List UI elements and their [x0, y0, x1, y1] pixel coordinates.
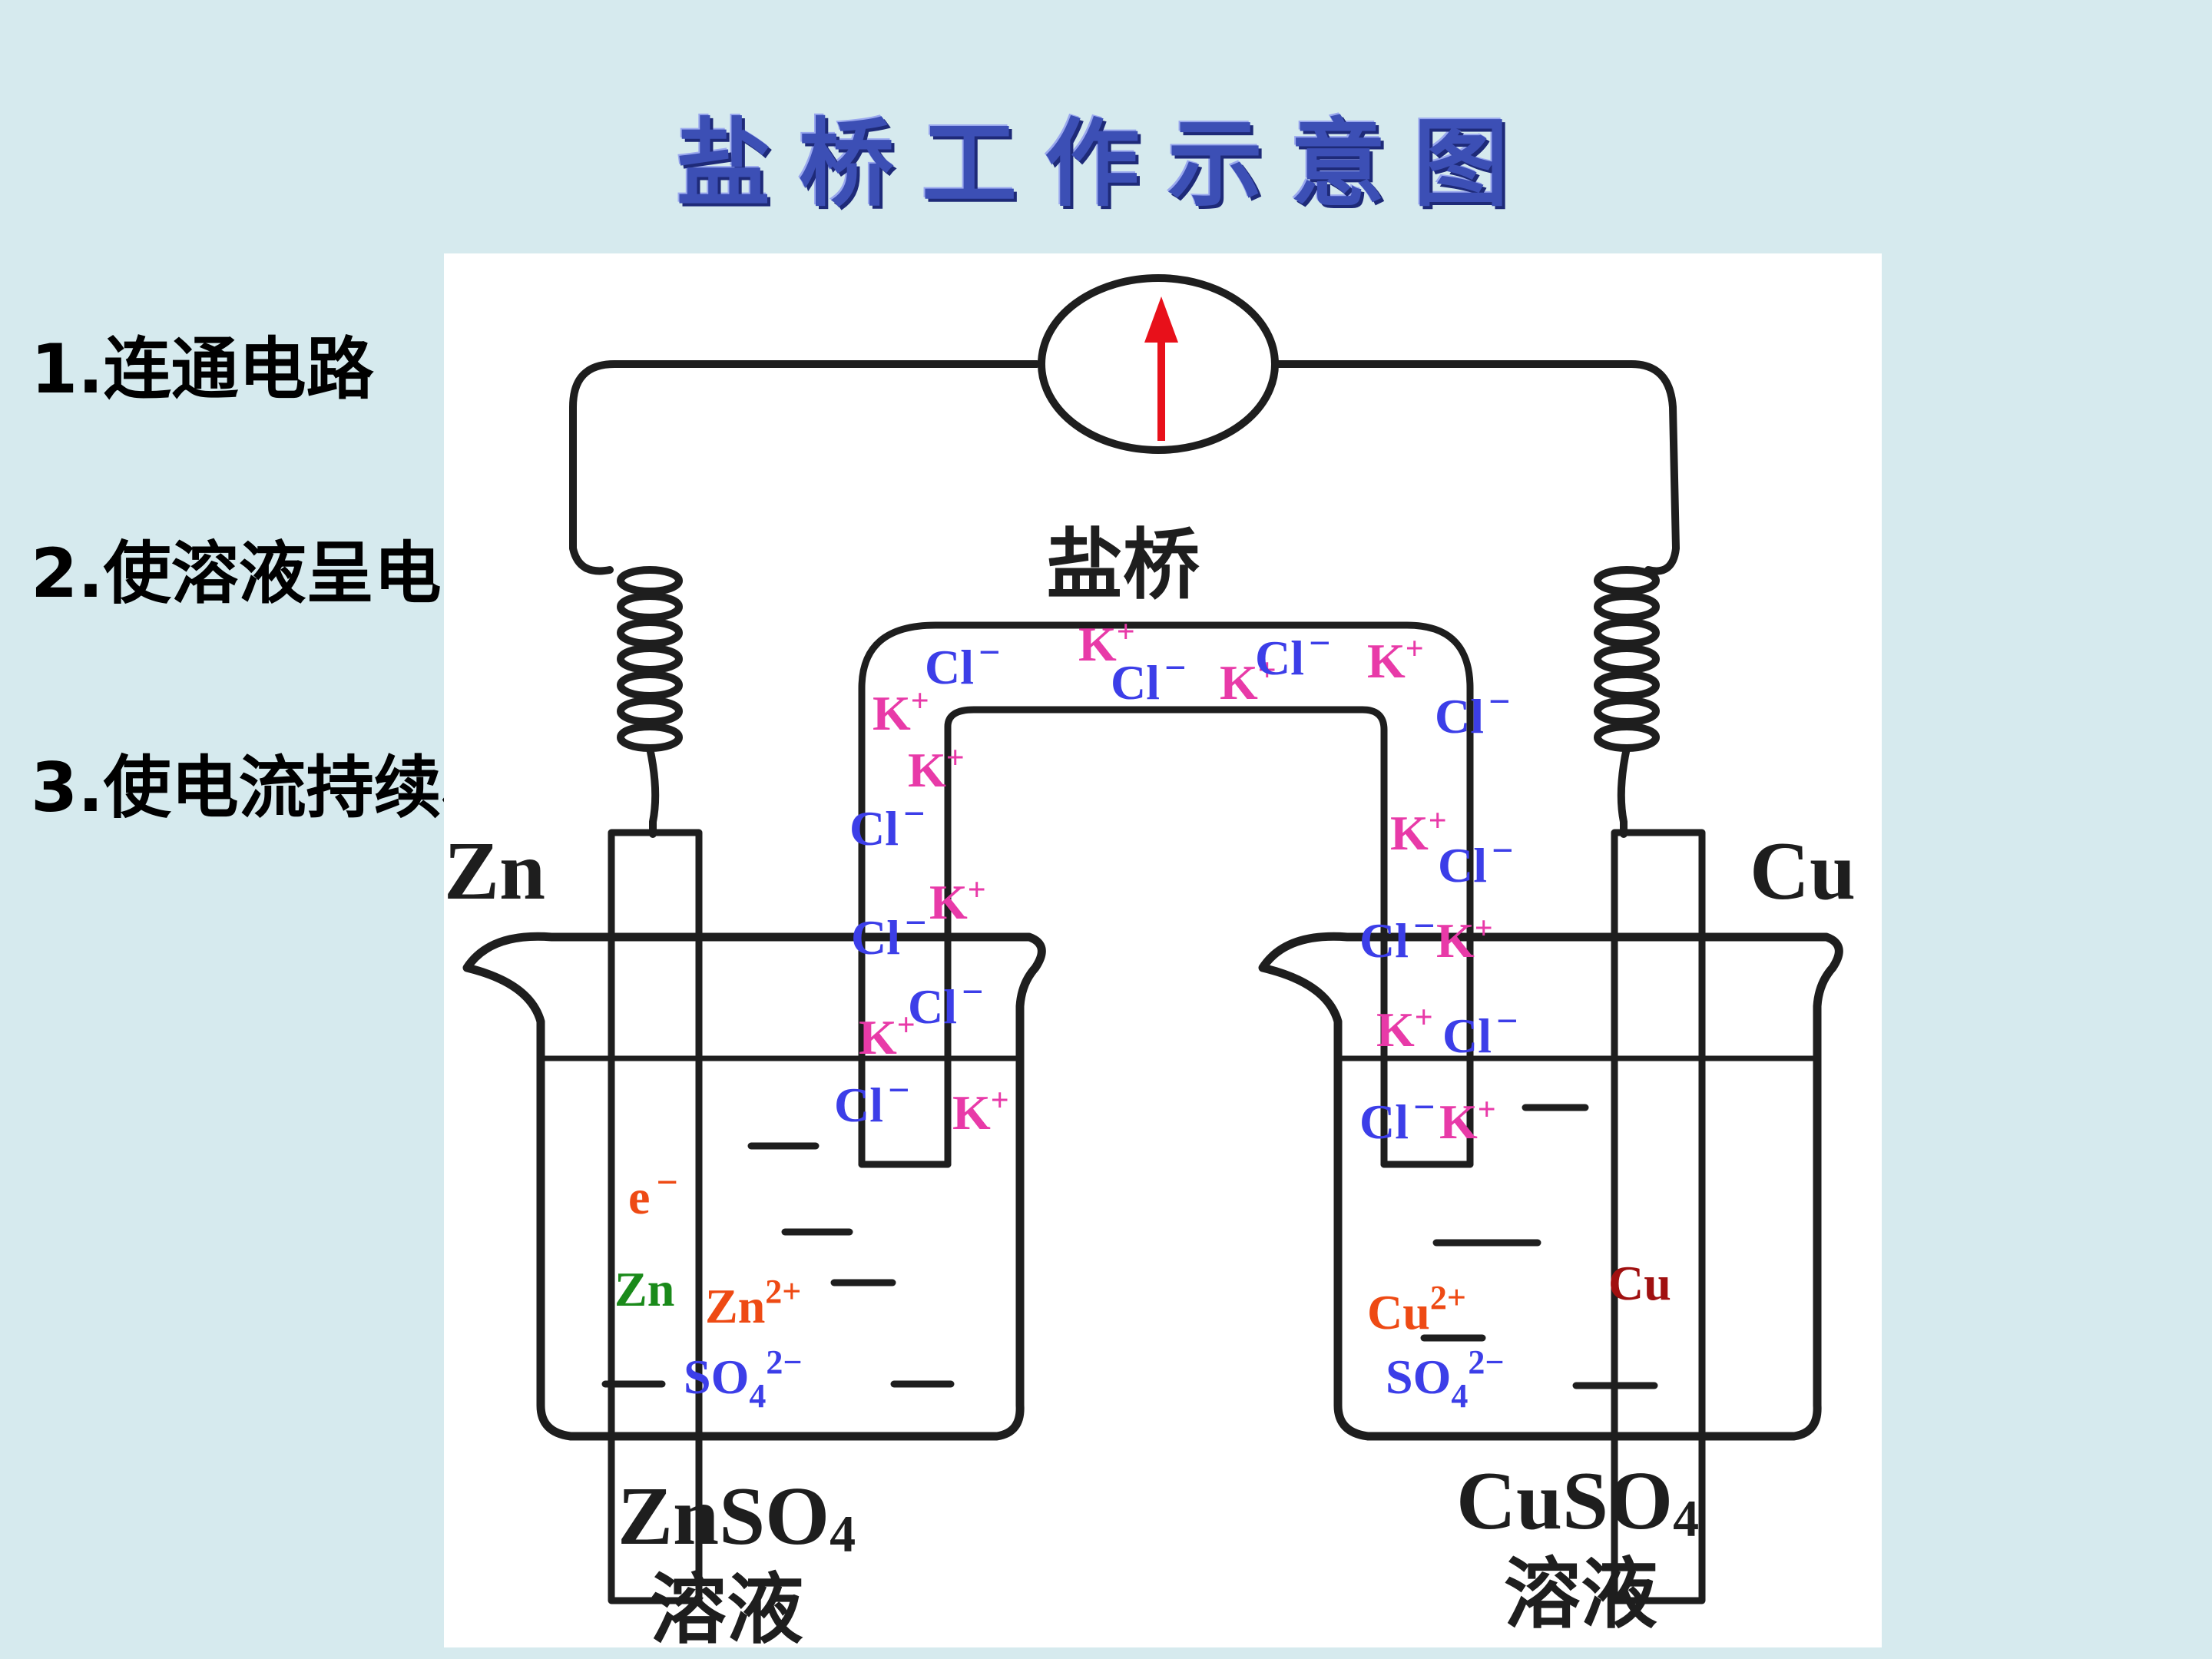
diagram-panel: 盐桥 Zn Cu ZnSO4 溶液 CuSO4 溶液 K+K+K+K+K+K+K…: [444, 253, 1882, 1647]
salt-bridge-label: 盐桥: [1046, 520, 1200, 610]
right-beaker: [1258, 932, 1843, 1441]
k-ion-label-1: K+: [873, 684, 929, 740]
k-ion-label-4: K+: [859, 1008, 916, 1065]
cl-ion-label-8: Cl−: [1438, 829, 1514, 892]
electron-label: e−: [628, 1161, 678, 1224]
ions-layer: K+K+K+K+K+K+K+K+K+K+K+K+Cl−Cl−Cl−Cl−Cl−C…: [614, 614, 1671, 1415]
cl-ion-label-3: Cl−: [1435, 680, 1511, 743]
zinc-electrode: [608, 829, 703, 1604]
cl-ion-label-7: Cl−: [834, 1068, 910, 1132]
zinc-electrode-label: Zn: [444, 826, 545, 917]
k-ion-label-0: K+: [1078, 614, 1135, 671]
right-solution-name: 溶液: [1504, 1549, 1657, 1639]
cl-ion-label-2: Cl−: [1255, 621, 1331, 685]
cl-ion-label-9: Cl−: [1359, 904, 1435, 968]
k-ion-label-5: K+: [952, 1083, 1009, 1140]
cl-ion-label-1: Cl−: [1111, 646, 1187, 710]
copper-electrode-label: Cu: [1750, 826, 1856, 917]
copper-atom-label: Cu: [1608, 1256, 1671, 1310]
left-solution-name: 溶液: [650, 1565, 803, 1647]
cl-ion-label-10: Cl−: [1442, 999, 1518, 1063]
cl-ion-label-5: Cl−: [851, 901, 927, 965]
zinc-atom-label: Zn: [614, 1262, 674, 1316]
point-1-number: 1.: [31, 329, 104, 409]
right-coil: [1594, 566, 1660, 752]
k-ion-label-3: K+: [929, 873, 986, 929]
zinc-ion-label: Zn2+: [705, 1273, 801, 1333]
k-ion-label-9: K+: [1436, 911, 1493, 968]
cl-ion-label-4: Cl−: [849, 792, 926, 856]
k-ion-label-7: K+: [1367, 631, 1424, 688]
left-coil: [617, 566, 683, 752]
left-solution-formula: ZnSO4: [618, 1471, 856, 1563]
left-beaker: [462, 932, 1046, 1441]
copper-ion-label: Cu2+: [1367, 1279, 1466, 1339]
right-sulfate-label: SO42−: [1386, 1343, 1504, 1415]
left-wire: [569, 360, 1041, 575]
point-1-text: 连通电路: [103, 329, 374, 409]
point-1: 1.连通电路: [31, 315, 374, 412]
copper-electrode: [1611, 829, 1706, 1604]
salt-bridge-inner: [944, 706, 1388, 1168]
right-wire: [1274, 360, 1680, 575]
point-2-number: 2.: [31, 534, 104, 613]
salt-bridge-outer: [858, 621, 1474, 1168]
cl-ion-label-0: Cl−: [925, 631, 1001, 694]
k-ion-label-2: K+: [908, 740, 965, 797]
right-solution-formula: CuSO4: [1456, 1455, 1699, 1548]
page-title: 盐桥工作示意图: [675, 108, 1536, 220]
k-ion-label-10: K+: [1376, 1000, 1433, 1057]
k-ion-label-11: K+: [1439, 1092, 1496, 1149]
cl-ion-label-6: Cl−: [908, 970, 984, 1034]
k-ion-label-8: K+: [1390, 803, 1447, 860]
salt-bridge-diagram: 盐桥 Zn Cu ZnSO4 溶液 CuSO4 溶液 K+K+K+K+K+K+K…: [444, 274, 1856, 1647]
k-ion-label-6: K+: [1220, 653, 1277, 710]
left-sulfate-label: SO42−: [684, 1343, 802, 1415]
point-3-number: 3.: [31, 748, 104, 827]
left-solution-dashes: [601, 1142, 955, 1388]
cl-ion-label-11: Cl−: [1359, 1085, 1435, 1149]
right-solution-dashes: [1420, 1104, 1658, 1389]
needle-arrowhead: [1144, 296, 1178, 343]
